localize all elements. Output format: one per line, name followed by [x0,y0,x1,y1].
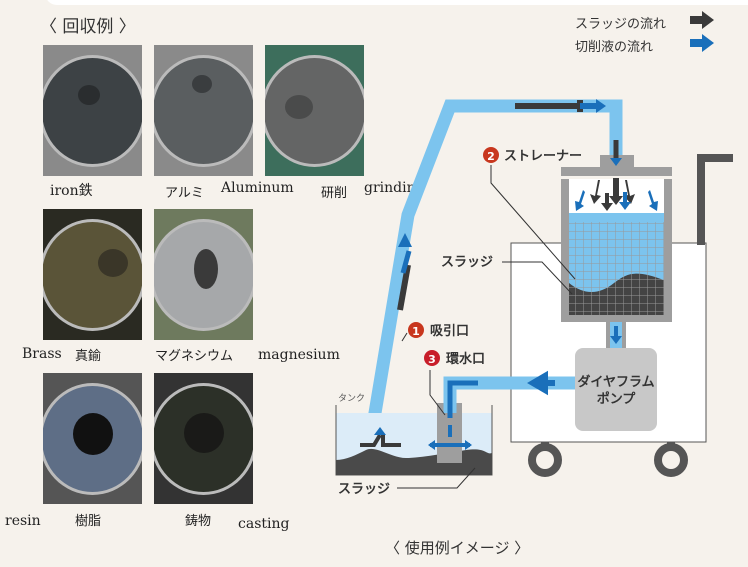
caption-resin-en: resin [5,513,41,529]
strainer-sludge-label: スラッジ [441,255,493,270]
coolant-arrow-icon [690,34,714,52]
strainer-cap [561,167,672,176]
suction-number: 1 [412,325,420,338]
diaphragm-pump [575,348,657,431]
tank-label: タンク [338,393,365,404]
legend-sludge-label: スラッジの流れ [575,17,667,32]
examples-title: 〈 回収例 〉 [40,17,136,37]
photo-magnesium [154,209,253,340]
sludge-arrow-icon [690,11,714,29]
caption-casting-ja: 鋳物 [185,514,212,529]
coolant-arrow-icon [575,190,658,211]
caption-aluminum-en: Aluminum [221,180,294,196]
legend-coolant-label: 切削液の流れ [575,40,654,55]
legend-coolant: 切削液の流れ [575,36,653,55]
coolant-arrow-icon [398,233,412,247]
caption-brass-ja: 真鍮 [75,349,102,364]
return-number: 3 [428,353,436,366]
caption-grinding-en: grinding [364,180,425,196]
caption-iron: iron鉄 [50,183,93,199]
caption-aluminum-ja: アルミ [165,186,204,201]
caption-magnesium-en: magnesium [258,347,340,363]
strainer-mesh [569,222,664,315]
photo-brass [43,209,142,340]
pump-label-1: ダイヤフラム [577,374,654,390]
pump-label-2: ポンプ [597,391,637,407]
legend-sludge: スラッジの流れ [575,13,666,32]
suction-label: 吸引口 [430,324,469,339]
wheel-icon [654,442,688,477]
photo-iron [43,45,142,176]
top-panel-edge [45,0,748,5]
tank-sludge-label: スラッジ [338,482,390,497]
strainer-label: ストレーナー [504,149,582,164]
caption-resin-ja: 樹脂 [75,514,102,529]
photo-casting [154,373,253,504]
photo-aluminum [154,45,253,176]
caption-grinding-ja: 研削 [321,186,348,201]
suction-pipe [366,99,623,427]
strainer-number: 2 [487,150,495,163]
return-label: 環水口 [446,351,485,367]
sludge-arrow-icon [397,264,411,311]
photo-grinding [265,45,364,176]
usage-caption: 〈 使用例イメージ 〉 [385,539,530,557]
caption-magnesium-ja: マグネシウム [155,349,234,364]
caption-brass-en: Brass [22,346,62,362]
photo-resin [43,373,142,504]
caption-casting-en: casting [238,516,290,532]
cart-handle [697,154,733,245]
leader-line [490,165,576,280]
wheel-icon [528,442,562,477]
